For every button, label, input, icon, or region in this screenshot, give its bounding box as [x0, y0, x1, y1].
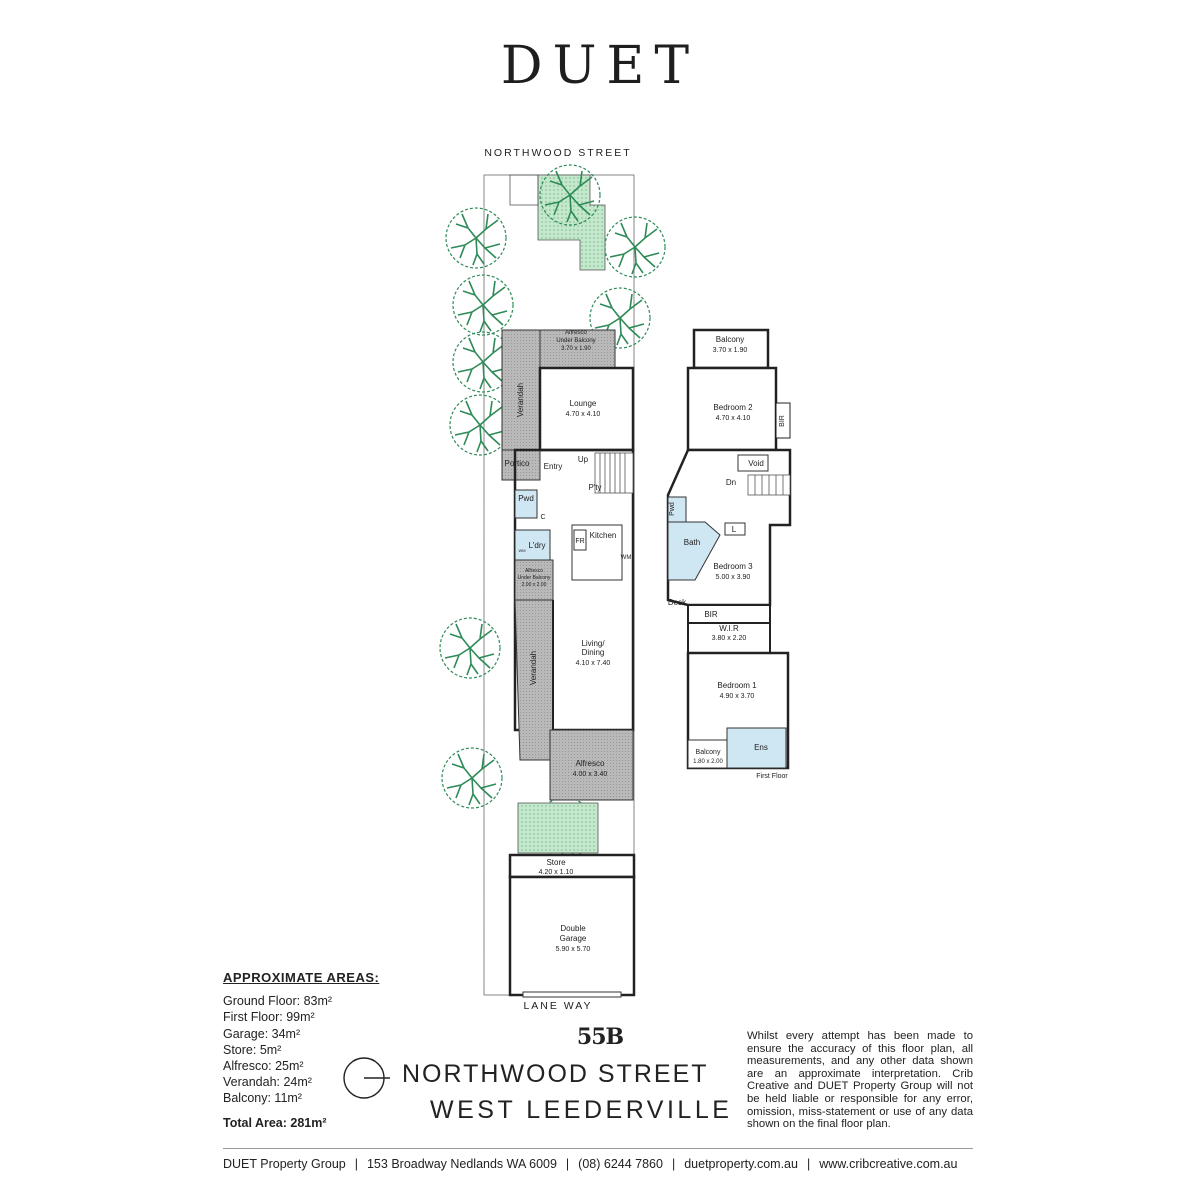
- room-label: Double: [560, 924, 586, 933]
- room-label: Store: [546, 858, 566, 867]
- footer-phone[interactable]: (08) 6244 7860: [578, 1157, 663, 1171]
- room-label: Alfresco: [525, 568, 543, 574]
- room-label: Balcony: [696, 749, 721, 756]
- footer-website[interactable]: duetproperty.com.au: [684, 1157, 798, 1171]
- room-label: WM: [621, 555, 632, 561]
- room-label: L'dry: [528, 541, 545, 550]
- room-label: Up: [578, 455, 589, 464]
- compass-icon: [343, 1057, 390, 1099]
- floor-label: First Floor: [756, 773, 788, 780]
- room-label: 4.70 x 4.10: [716, 415, 751, 422]
- room-label: Dining: [582, 648, 605, 657]
- street-name: NORTHWOOD STREET: [402, 1060, 709, 1088]
- tree-icon: [439, 617, 501, 679]
- room-label: 4.00 x 3.40: [573, 771, 608, 778]
- area-item: Store: 5m²: [223, 1042, 282, 1057]
- room-label: Under Balcony: [518, 575, 551, 581]
- room-label: Alfresco: [576, 759, 605, 768]
- room-label: Void: [748, 459, 764, 468]
- room-label: Bedroom 1: [717, 681, 757, 690]
- brand-logo: DUET: [500, 36, 700, 96]
- area-item: Verandah: 24m²: [223, 1075, 312, 1090]
- bathroom: [667, 521, 721, 581]
- room-label: BIR: [704, 610, 718, 619]
- room-label: Garage: [560, 934, 587, 943]
- footer-company: DUET Property Group: [223, 1157, 346, 1171]
- street-label-bottom: LANE WAY: [523, 1000, 592, 1010]
- area-item: Garage: 34m²: [223, 1026, 301, 1041]
- room-label: Dn: [726, 478, 736, 487]
- room-label: L: [732, 525, 737, 534]
- room-label: Bath: [684, 538, 700, 547]
- approximate-areas: APPROXIMATE AREAS: Ground Floor: 83m² Fi…: [223, 970, 379, 1131]
- street-number: 55B: [576, 1024, 624, 1050]
- front-gate: [509, 174, 539, 206]
- room-label: Entry: [544, 462, 563, 471]
- room-label: Living/: [581, 639, 605, 648]
- room-label: 4.70 x 4.10: [566, 411, 601, 418]
- tree-icon: [449, 394, 511, 456]
- room-label: Pwd: [518, 494, 534, 503]
- room-label: 5.00 x 3.90: [716, 574, 751, 581]
- room-label: 3.70 x 1.90: [561, 346, 591, 352]
- room-label: WM: [518, 548, 525, 553]
- area-item: Ground Floor: 83m²: [223, 994, 333, 1009]
- room-label: 4.20 x 1.10: [539, 869, 574, 876]
- total-area: Total Area: 281m²: [223, 1115, 327, 1130]
- room-label: 1.80 x 2.00: [693, 759, 723, 765]
- room-label: Under Balcony: [556, 338, 595, 344]
- tree-icon: [452, 274, 514, 336]
- room-label: Ens: [754, 743, 768, 752]
- suburb-name: WEST LEEDERVILLE: [430, 1096, 733, 1124]
- room-label: 3.70 x 1.90: [713, 347, 748, 354]
- room-label: 5.90 x 5.70: [556, 946, 591, 953]
- room-label: Alfresco: [565, 330, 587, 336]
- walk-in-robe: [687, 622, 771, 654]
- room-label: W.I.R: [719, 624, 739, 633]
- room-label: FR: [575, 538, 584, 545]
- room-label: BIR: [779, 415, 786, 427]
- areas-heading: APPROXIMATE AREAS:: [223, 970, 380, 985]
- room-label: Desk: [668, 598, 687, 607]
- tree-icon: [441, 747, 503, 809]
- floor-plan: NORTHWOOD STREET LANE WAY: [439, 147, 792, 1010]
- laundry-room: [514, 529, 551, 561]
- room-label: Pwd: [669, 502, 676, 516]
- footer-address: 153 Broadway Nedlands WA 6009: [366, 1157, 557, 1171]
- tree-icon: [445, 207, 507, 269]
- room-label: Verandah: [516, 383, 525, 417]
- tree-icon: [604, 216, 666, 278]
- room-label: P'ty: [588, 483, 601, 492]
- room-label: 4.10 x 7.40: [576, 660, 611, 667]
- powder-room: [514, 489, 538, 519]
- street-label-top: NORTHWOOD STREET: [484, 147, 631, 159]
- room-label: 3.80 x 2.20: [712, 635, 747, 642]
- front-courtyard: [537, 174, 606, 271]
- room-label: Bedroom 3: [713, 562, 753, 571]
- room-label: Portico: [505, 459, 530, 468]
- room-label: Balcony: [716, 335, 744, 344]
- area-item: Balcony: 11m²: [223, 1091, 302, 1106]
- room-label: 4.90 x 3.70: [720, 693, 755, 700]
- lounge-room: [538, 366, 635, 452]
- footer-divider: [223, 1148, 973, 1149]
- room-label: Verandah: [529, 651, 538, 685]
- room-label: 2.00 x 2.00: [522, 582, 547, 588]
- footer-credit[interactable]: www.cribcreative.com.au: [819, 1157, 958, 1171]
- footer: DUET Property Group|153 Broadway Nedland…: [223, 1157, 958, 1171]
- area-item: First Floor: 99m²: [223, 1010, 315, 1025]
- room-label: Bedroom 2: [713, 403, 753, 412]
- alfresco-area: [549, 729, 634, 801]
- room-label: Kitchen: [590, 531, 617, 540]
- room-label: Lounge: [570, 399, 597, 408]
- area-item: Alfresco: 25m²: [223, 1059, 304, 1074]
- double-garage: [508, 875, 636, 997]
- disclaimer-text: Whilst every attempt has been made to en…: [747, 1030, 973, 1131]
- room-label: C: [540, 514, 545, 521]
